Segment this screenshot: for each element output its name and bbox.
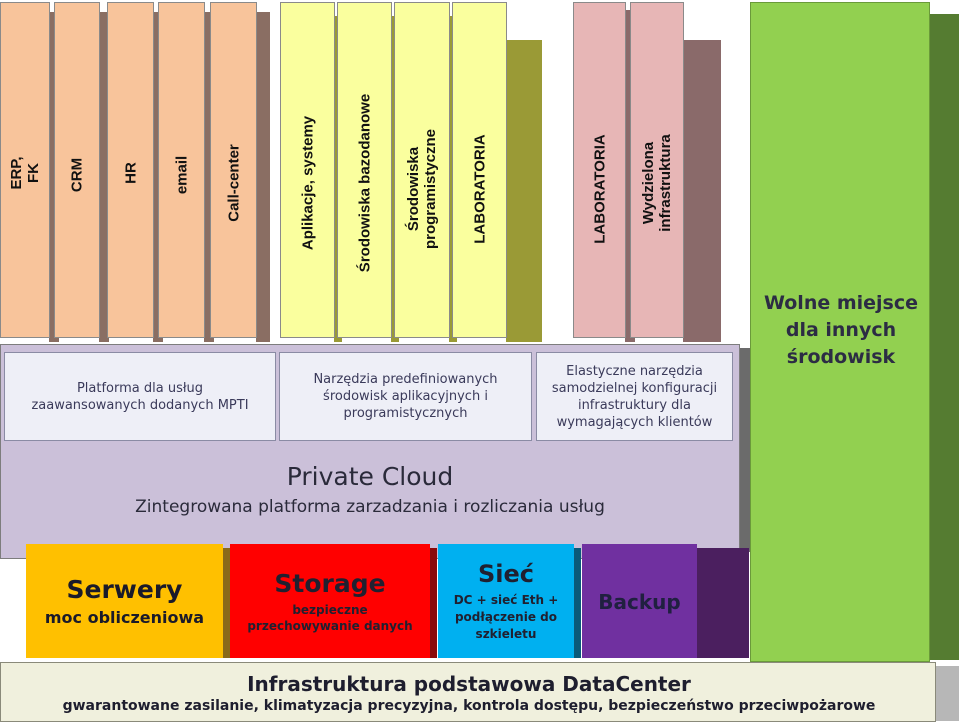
column-labs1-label: LABORATORIA xyxy=(471,134,488,244)
column-callcenter: Call-center xyxy=(210,2,257,338)
column-email: email xyxy=(158,2,205,338)
infrastructure-base: Infrastruktura podstawowa DataCenter gwa… xyxy=(0,662,936,722)
column-callcenter-label: Call-center xyxy=(225,144,242,222)
backup-side xyxy=(696,548,749,658)
free-space-column: Wolne miejsce dla innych środowisk xyxy=(750,2,930,662)
column-crm-label: CRM xyxy=(68,157,86,193)
column-callcenter-side xyxy=(256,12,270,342)
column-erp: ERP, FK xyxy=(0,2,50,338)
column-crm-side xyxy=(99,12,109,342)
storage-title: Storage xyxy=(274,568,386,598)
tool-elastic-label: Elastyczne narzędzia samodzielnej konfig… xyxy=(551,363,718,430)
backup-title: Backup xyxy=(598,590,681,614)
tool-platform-mpti: Platforma dla usług zaawansowanych dodan… xyxy=(4,352,276,441)
column-prog-label: Środowiska programistyczne xyxy=(405,128,439,250)
storage-subtitle: bezpieczne przechowywanie danych xyxy=(247,602,413,633)
column-dedicated-label: Wydzielona infrastruktura xyxy=(640,134,674,232)
private-cloud-subtitle: Zintegrowana platforma zarzadzania i roz… xyxy=(135,497,605,517)
infrastructure-side xyxy=(934,666,959,721)
column-labs1-side xyxy=(506,40,542,342)
network-subtitle: DC + sieć Eth + podłączenie do szkieletu xyxy=(453,592,559,641)
column-db-label: Środowiska bazodanowe xyxy=(356,93,373,273)
storage-side xyxy=(429,548,437,658)
column-email-label: email xyxy=(173,155,190,195)
column-dedicated-infrastructure: Wydzielona infrastruktura xyxy=(630,2,684,338)
storage-box: Storage bezpieczne przechowywanie danych xyxy=(230,544,430,658)
column-crm: CRM xyxy=(54,2,100,338)
column-db-environments: Środowiska bazodanowe xyxy=(337,2,392,338)
tool-elastic-configuration: Elastyczne narzędzia samodzielnej konfig… xyxy=(536,352,733,441)
servers-box: Serwery moc obliczeniowa xyxy=(26,544,223,658)
column-dedicated-side xyxy=(683,40,721,342)
column-hr: HR xyxy=(107,2,154,338)
infrastructure-subtitle: gwarantowane zasilanie, klimatyzacja pre… xyxy=(62,698,876,714)
column-laboratories-2: LABORATORIA xyxy=(573,2,626,338)
column-erp-label: ERP, FK xyxy=(8,156,42,190)
tool-platform-label: Platforma dla usług zaawansowanych dodan… xyxy=(31,380,249,413)
column-programming-environments: Środowiska programistyczne xyxy=(394,2,450,338)
infrastructure-title: Infrastruktura podstawowa DataCenter xyxy=(247,672,691,696)
network-side xyxy=(573,548,581,658)
backup-box: Backup xyxy=(582,544,697,658)
column-email-side xyxy=(204,12,214,342)
column-apps: Aplikacje, systemy xyxy=(280,2,335,338)
free-space-side xyxy=(929,14,959,660)
column-labs2-label: LABORATORIA xyxy=(591,134,608,244)
free-space-label: Wolne miejsce dla innych środowisk xyxy=(763,292,919,368)
column-hr-label: HR xyxy=(122,162,139,184)
servers-subtitle: moc obliczeniowa xyxy=(44,608,205,627)
tool-predefined-environments: Narzędzia predefiniowanych środowisk apl… xyxy=(279,352,532,441)
tool-predefined-label: Narzędzia predefiniowanych środowisk apl… xyxy=(313,372,498,421)
column-apps-label: Aplikacje, systemy xyxy=(299,115,316,251)
private-cloud-title: Private Cloud xyxy=(286,462,454,491)
private-cloud-side xyxy=(738,348,750,552)
network-box: Sieć DC + sieć Eth + podłączenie do szki… xyxy=(438,544,574,658)
network-title: Sieć xyxy=(477,559,534,588)
servers-title: Serwery xyxy=(66,575,183,604)
column-laboratories-1: LABORATORIA xyxy=(452,2,507,338)
servers-side xyxy=(222,548,230,658)
